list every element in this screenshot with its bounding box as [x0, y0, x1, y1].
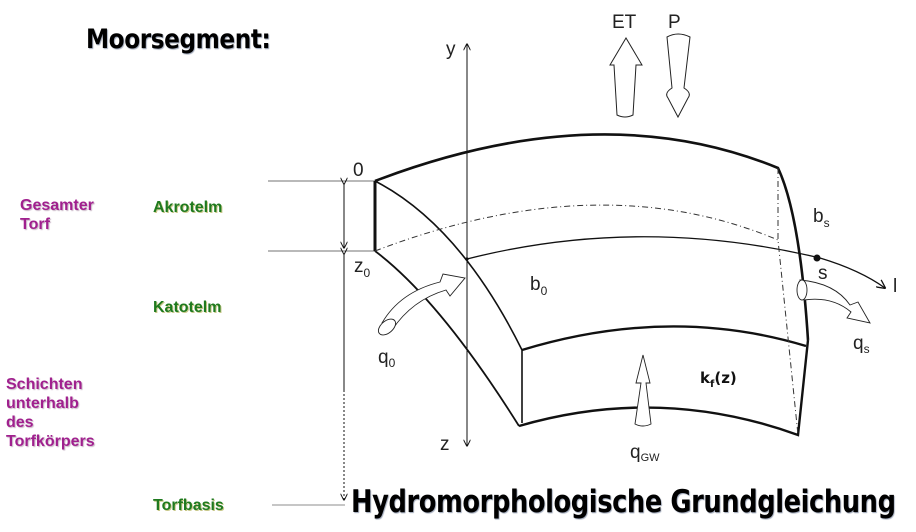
y-axis-label: y: [446, 39, 456, 60]
below-peat-line-3: des: [6, 414, 34, 431]
block-bottom-left-edge: [374, 250, 520, 427]
qs-sub: s: [864, 342, 870, 356]
total-peat-line-1: Gesamter: [20, 197, 94, 214]
p-arrow-icon: [666, 33, 691, 119]
kf-sub: f: [710, 379, 715, 390]
bs-main: b: [813, 206, 824, 227]
qgw-label: qGW: [630, 442, 660, 464]
kf-arg: (z): [714, 369, 736, 387]
footer-title: Hydromorphologische Grundgleichung: [351, 484, 896, 520]
q0-sub: 0: [389, 356, 396, 370]
qs-label: qs: [853, 333, 870, 356]
peat-base-label: Torfbasis: [153, 497, 224, 514]
b0-label: b0: [530, 274, 548, 298]
q0-main: q: [378, 347, 389, 368]
p-label: P: [668, 12, 681, 33]
q0-arrow-icon: [381, 273, 466, 331]
qgw-arrow-icon: [634, 354, 652, 427]
z-axis-label: z: [440, 434, 450, 455]
qs-main: q: [853, 333, 864, 354]
kf-label: kf(z): [700, 369, 737, 390]
kf-main: k: [700, 369, 711, 387]
section-line: [777, 168, 799, 436]
et-arrow-icon: [609, 37, 643, 118]
below-peat-label: Schichten unterhalb des Torfkörpers: [6, 375, 95, 451]
below-peat-line-2: unterhalb: [6, 395, 79, 412]
page-title: Moorsegment:: [86, 24, 271, 55]
point-s: [813, 254, 821, 262]
qs-arrow-icon: [799, 279, 871, 324]
b0-main: b: [530, 274, 541, 295]
bs-label: bs: [813, 206, 830, 230]
et-label: ET: [612, 12, 637, 33]
block-top-edge: [374, 133, 810, 341]
below-peat-line-1: Schichten: [6, 376, 83, 393]
block-bottom-edge: [518, 339, 810, 437]
qgw-main: q: [630, 442, 641, 463]
bs-sub: s: [824, 216, 830, 230]
s-label: s: [818, 263, 828, 284]
block-mid-edge: [521, 325, 807, 352]
z0-main: z: [354, 256, 364, 277]
qgw-sub: GW: [641, 452, 661, 464]
acrotelm-label: Akrotelm: [153, 199, 223, 216]
b0-sub: 0: [541, 284, 548, 298]
total-peat-line-2: Torf: [20, 216, 50, 233]
z0-label: z0: [354, 256, 371, 280]
flow-line-l: [466, 236, 885, 288]
l-label: l: [893, 276, 897, 297]
acrotelm-boundary-line: [374, 204, 779, 252]
origin-label: 0: [353, 160, 364, 181]
q0-label: q0: [378, 347, 396, 370]
z0-sub: 0: [364, 266, 371, 280]
catotelm-label: Katotelm: [153, 299, 222, 316]
block-left-face-edge: [374, 180, 523, 423]
total-peat-label: Gesamter Torf: [20, 196, 94, 234]
below-peat-line-4: Torfkörpers: [6, 433, 95, 450]
point-b0: [465, 257, 469, 261]
